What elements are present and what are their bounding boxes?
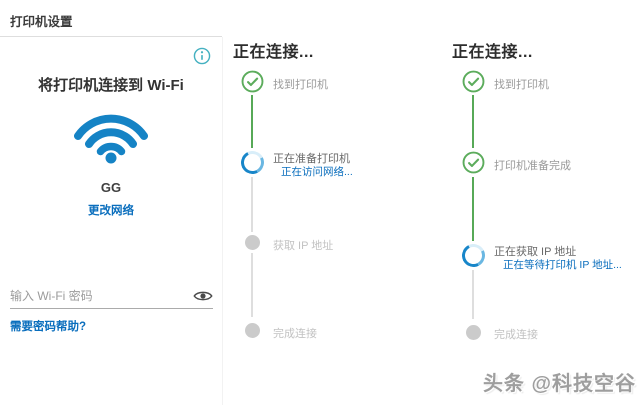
step-label: 完成连接 bbox=[494, 329, 538, 341]
show-password-button[interactable] bbox=[193, 288, 213, 304]
step-label: 获取 IP 地址 bbox=[273, 240, 334, 252]
connector-line bbox=[251, 253, 253, 317]
info-button[interactable] bbox=[193, 47, 211, 65]
step-label: 找到打印机 bbox=[273, 79, 328, 91]
connect-wifi-heading: 将打印机连接到 Wi-Fi bbox=[38, 77, 184, 94]
spinner-icon bbox=[459, 241, 488, 270]
info-icon bbox=[193, 47, 211, 65]
network-name: GG bbox=[100, 180, 122, 195]
wifi-password-input[interactable] bbox=[10, 288, 193, 303]
wifi-icon bbox=[0, 114, 222, 169]
step-sublabel: 正在等待打印机 IP 地址... bbox=[503, 259, 622, 271]
step-label: 找到打印机 bbox=[494, 79, 549, 91]
check-circle-icon bbox=[462, 70, 485, 93]
step-sublabel: 正在访问网络... bbox=[281, 166, 353, 178]
watermark: 头条 @科技空谷 bbox=[482, 373, 636, 395]
change-network-link[interactable]: 更改网络 bbox=[88, 205, 134, 217]
eye-icon bbox=[193, 288, 213, 304]
panel-divider bbox=[222, 37, 223, 405]
connector-line bbox=[251, 177, 253, 232]
check-circle-icon bbox=[241, 70, 264, 93]
password-field bbox=[10, 283, 213, 309]
connecting-heading-1: 正在连接... bbox=[233, 44, 314, 61]
step-label: 完成连接 bbox=[273, 328, 317, 340]
connecting-heading-2: 正在连接... bbox=[452, 44, 533, 61]
pending-dot-icon bbox=[245, 235, 260, 250]
page-title: 打印机设置 bbox=[10, 15, 73, 29]
step-label: 正在获取 IP 地址 bbox=[494, 246, 577, 258]
check-circle-icon bbox=[462, 151, 485, 174]
pending-dot-icon bbox=[245, 323, 260, 338]
password-help-link[interactable]: 需要密码帮助? bbox=[10, 321, 87, 333]
step-label: 打印机准备完成 bbox=[494, 160, 571, 172]
spinner-icon bbox=[238, 148, 267, 177]
connector-line bbox=[251, 95, 253, 148]
pending-dot-icon bbox=[466, 325, 481, 340]
title-divider bbox=[0, 36, 222, 37]
step-label: 正在准备打印机 bbox=[273, 153, 350, 165]
connector-line bbox=[472, 270, 474, 319]
connector-line bbox=[472, 177, 474, 241]
connector-line bbox=[472, 95, 474, 148]
